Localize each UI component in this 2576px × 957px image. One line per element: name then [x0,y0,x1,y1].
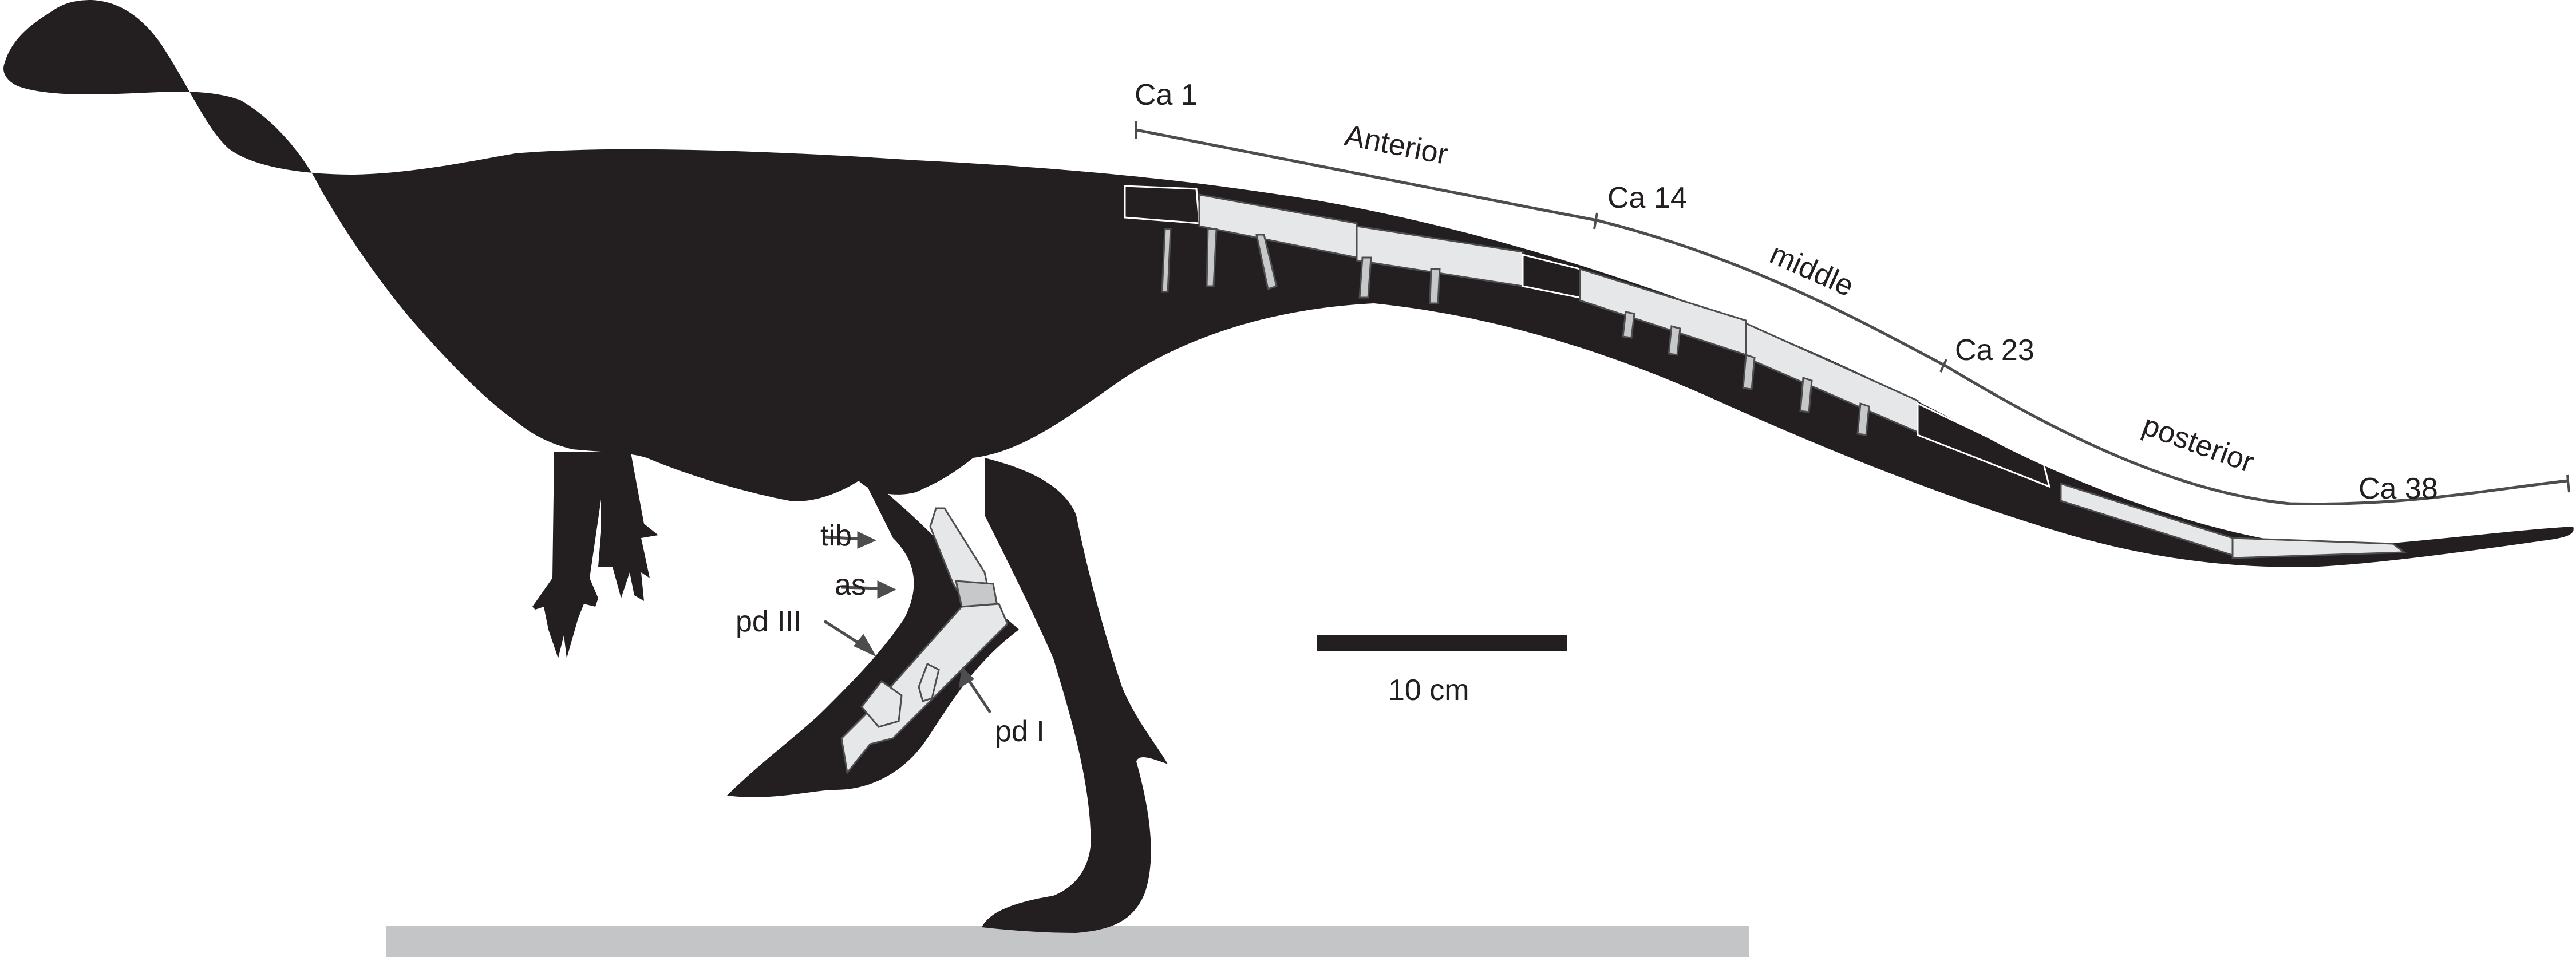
caudal-vertebrae [1124,185,2407,559]
leg-label-arrows [823,531,992,714]
arrow-pd3-head [854,634,877,657]
forelimb-far [598,446,658,601]
tail-marker-ca14: Ca 14 [1607,181,1687,215]
astragalus-bone [955,580,998,608]
bracket-tick-ca23 [1939,359,1947,373]
label-as: as [835,568,866,602]
bracket-tick-ca38 [2566,474,2570,493]
arrow-pd1-head [958,666,975,689]
scale-bar-label: 10 cm [1388,674,1469,707]
arrow-pd1 [966,677,992,714]
tail-region-bracket [1136,128,2568,506]
tail-marker-ca1: Ca 1 [1135,78,1198,112]
hind-leg-near [982,458,1168,933]
tail-marker-ca38: Ca 38 [2358,472,2438,505]
pedal-digit-one-bone [918,662,940,702]
body-silhouette [3,0,2574,567]
label-tib: tib [820,519,852,552]
leg-bones [840,507,1009,775]
arrow-as-head [877,580,896,599]
label-pd-i: pd I [995,715,1045,748]
arrow-as [841,586,882,590]
arrow-tib-head [857,531,876,549]
phalanx-bone [860,679,903,728]
tail-marker-ca23: Ca 23 [1955,334,2034,367]
bracket-tick-ca14 [1593,212,1598,230]
forelimb-near [532,452,608,658]
label-pd-iii: pd III [736,605,802,638]
arrow-tib [824,535,862,541]
scale-bar [1317,635,1567,651]
